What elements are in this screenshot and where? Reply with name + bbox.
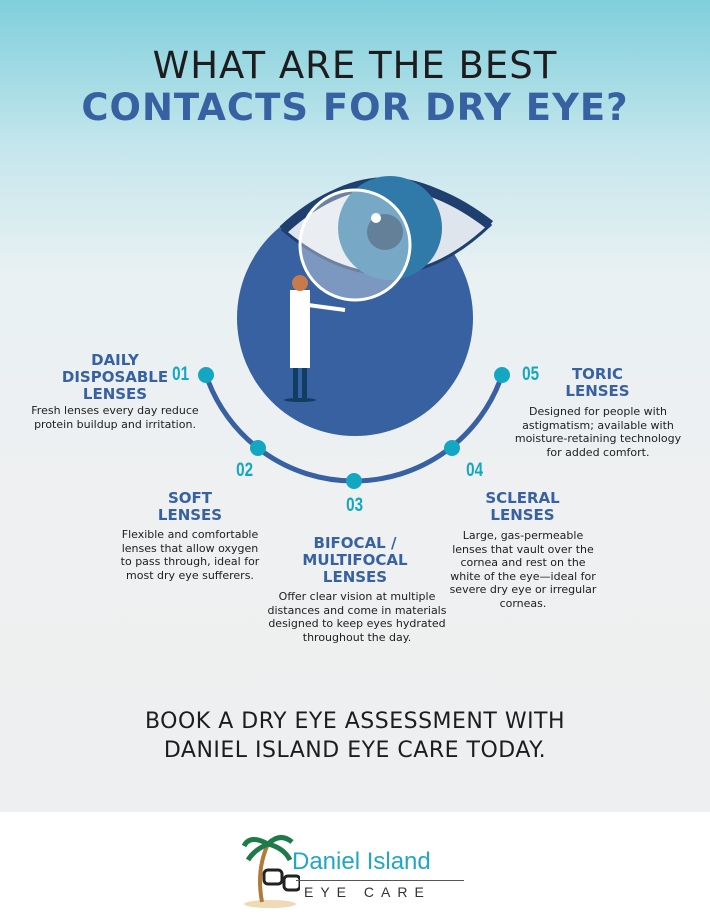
logo-subtitle: EYE CARE (304, 884, 431, 900)
eye-illustration (198, 176, 510, 489)
item-title: BIFOCAL / MULTIFOCAL LENSES (302, 534, 408, 586)
item-description: Flexible and comfortable lenses that all… (120, 528, 260, 582)
item-description: Large, gas-permeable lenses that vault o… (449, 529, 597, 610)
dot-03 (346, 473, 362, 489)
title-line-1: WHAT ARE THE BEST (152, 44, 558, 87)
logo-name: Daniel Island (292, 848, 431, 875)
doctor-figure (290, 290, 310, 368)
item-title: SCLERAL LENSES (485, 489, 560, 524)
item-number: 03 (346, 495, 364, 516)
item-title: DAILY DISPOSABLE LENSES (61, 351, 169, 403)
contact-lens (298, 188, 412, 302)
item-number: 05 (522, 364, 540, 385)
item-title: TORIC LENSES (565, 365, 630, 400)
item-description: Fresh lenses every day reduce protein bu… (31, 404, 199, 431)
item-number: 01 (172, 364, 190, 385)
dot-01 (198, 367, 214, 383)
item-title: SOFT LENSES (157, 489, 223, 524)
dot-02 (250, 440, 266, 456)
logo: Daniel Island EYE CARE (240, 830, 480, 910)
dot-05 (494, 367, 510, 383)
item-number: 02 (236, 460, 254, 481)
call-to-action: BOOK A DRY EYE ASSESSMENT WITH DANIEL IS… (0, 707, 710, 765)
dot-04 (444, 440, 460, 456)
cta-line-1: BOOK A DRY EYE ASSESSMENT WITH (144, 709, 566, 734)
item-description: Offer clear vision at multiple distances… (267, 590, 447, 644)
timeline-dots (198, 367, 510, 489)
item-description: Designed for people with astigmatism; av… (514, 405, 682, 459)
item-number: 04 (466, 460, 484, 481)
palm-glasses-icon (241, 835, 300, 908)
title-line-2: CONTACTS FOR DRY EYE? (81, 86, 629, 129)
cta-line-2: DANIEL ISLAND EYE CARE TODAY. (163, 738, 547, 763)
